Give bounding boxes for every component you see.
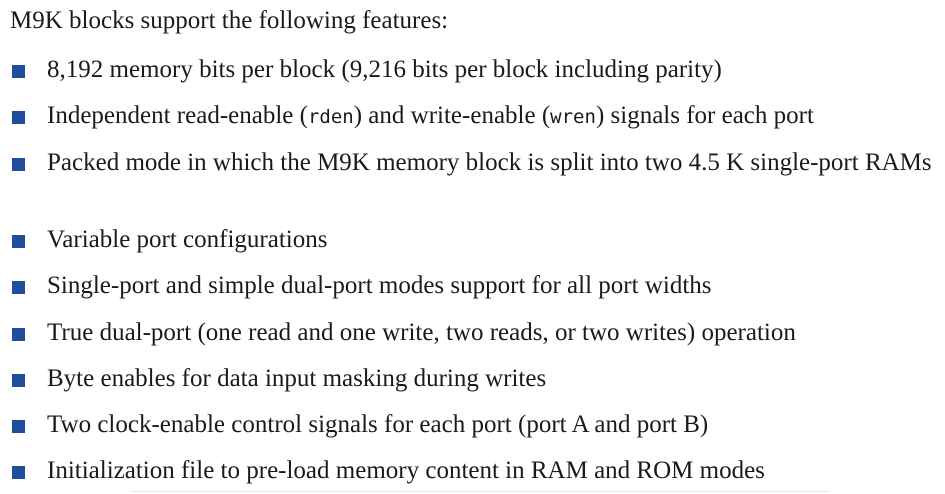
text-segment: Independent read-enable ( xyxy=(47,102,308,129)
code-wren: wren xyxy=(550,106,596,128)
square-bullet-icon xyxy=(12,111,25,124)
feature-text: Single-port and simple dual-port modes s… xyxy=(47,272,712,299)
text-segment: ) signals for each port xyxy=(595,102,814,129)
square-bullet-icon xyxy=(12,281,25,294)
feature-text: 8,192 memory bits per block (9,216 bits … xyxy=(47,56,722,83)
square-bullet-icon xyxy=(12,65,25,78)
feature-text: Initialization file to pre-load memory c… xyxy=(47,457,765,484)
square-bullet-icon xyxy=(12,466,25,479)
square-bullet-icon xyxy=(12,374,25,387)
feature-text: Byte enables for data input masking duri… xyxy=(47,365,547,392)
square-bullet-icon xyxy=(12,420,25,433)
square-bullet-icon xyxy=(12,235,25,248)
intro-text: M9K blocks support the following feature… xyxy=(10,7,449,34)
code-rden: rden xyxy=(307,106,354,128)
square-bullet-icon xyxy=(12,328,25,341)
text-segment: ) and write-enable ( xyxy=(353,102,551,129)
square-bullet-icon xyxy=(12,158,25,171)
feature-text: Two clock-enable control signals for eac… xyxy=(47,411,709,438)
feature-text: Independent read-enable (rden) and write… xyxy=(47,101,937,132)
feature-text: Variable port configurations xyxy=(47,226,328,253)
feature-text: True dual-port (one read and one write, … xyxy=(47,319,796,346)
feature-text: Packed mode in which the M9K memory bloc… xyxy=(47,149,932,176)
divider xyxy=(130,491,830,492)
